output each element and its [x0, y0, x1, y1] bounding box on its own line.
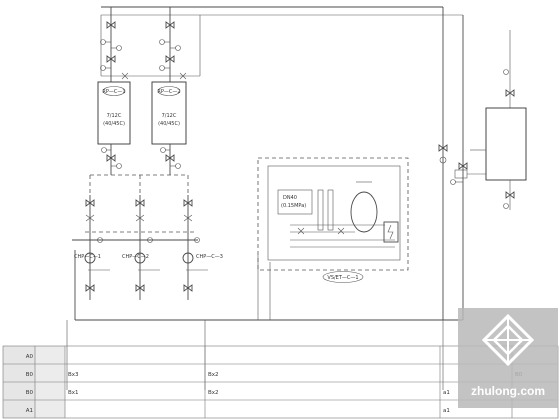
filter-column — [317, 189, 324, 231]
cell-r3-c3: a1 — [443, 390, 450, 396]
cell-r1-c2: Bx2 — [208, 372, 219, 378]
valve-icon — [297, 227, 305, 235]
unit-rating-cold: 7/12C — [162, 113, 177, 119]
valve-icon — [505, 191, 515, 199]
valve-icon — [135, 199, 145, 207]
pressure-gauge-icon — [175, 45, 181, 51]
pipe-size-label: DN40 — [283, 195, 297, 201]
pressure-gauge-icon — [503, 69, 509, 75]
cell-r4-c3: a1 — [443, 408, 450, 414]
unit-rating-cold: 7/12C — [107, 113, 122, 119]
valve-icon — [165, 154, 175, 162]
unit-tag-bubble — [102, 86, 126, 96]
valve-icon — [106, 21, 116, 29]
storage-tank-box — [485, 107, 527, 181]
valve-icon — [183, 284, 193, 292]
check-valve-icon — [179, 72, 187, 80]
package-tag-bubble — [322, 271, 364, 283]
pump-dashed-headers — [89, 174, 189, 195]
valve-icon — [106, 55, 116, 63]
check-valve-icon — [121, 72, 129, 80]
right-tank-assembly — [470, 30, 527, 210]
pump-tag-3: CHP—C—3 — [196, 254, 223, 260]
valve-icon — [458, 162, 468, 170]
unit-box-rp-c-2 — [151, 81, 187, 145]
valve-icon — [85, 199, 95, 207]
row-code-1: B0 — [26, 372, 34, 378]
pressure-gauge-icon — [97, 237, 103, 243]
cell-r1-c1: Bx3 — [68, 372, 79, 378]
pipe-size-label-box — [277, 189, 313, 215]
pump-tag-1: CHP—C—1 — [74, 254, 101, 260]
cell-r2-c1: Bx1 — [68, 390, 79, 396]
pump-icon — [182, 252, 194, 264]
thermometer-icon — [450, 179, 456, 185]
valve-icon — [438, 144, 448, 152]
expansion-tank-icon — [350, 191, 378, 233]
check-valve-icon — [85, 214, 95, 222]
package-outline-inner — [267, 165, 401, 261]
watermark-logo-icon — [481, 313, 535, 367]
thermometer-icon — [503, 203, 509, 209]
pressure-gauge-icon — [439, 156, 447, 164]
power-bolt-icon — [387, 224, 394, 240]
flow-meter-icon — [454, 169, 468, 179]
pump-icon — [134, 252, 146, 264]
pump-column-2 — [134, 195, 146, 300]
row-code-4: A0 — [26, 354, 34, 360]
check-valve-icon — [135, 214, 145, 222]
valve-icon — [165, 55, 175, 63]
unit-rating-hot: (40/45C) — [158, 121, 180, 127]
pressure-gauge-icon — [116, 163, 122, 169]
unit-tag-bubble — [157, 86, 181, 96]
watermark-text: zhulong.com — [471, 384, 545, 398]
expansion-package: DN40 (0.15MPa) VS/ET—C—1 — [257, 157, 409, 320]
pump-column-3 — [182, 195, 194, 300]
row-code-3: A1 — [26, 408, 33, 414]
pressure-gauge-icon — [175, 163, 181, 169]
valve-icon — [505, 89, 515, 97]
unit-rating-hot: (40/45C) — [103, 121, 125, 127]
unit-tag-rp-c-2: RP—C—2 — [157, 89, 180, 95]
cell-r2-c2: Bx2 — [208, 390, 219, 396]
package-tag: VS/ET—C—1 — [327, 275, 358, 281]
pressure-label: (0.15MPa) — [281, 203, 306, 209]
valve-icon — [135, 284, 145, 292]
unit-rp-c-2-string: RP—C—2 7/12C (40/45C) — [151, 7, 187, 175]
watermark: zhulong.com — [458, 308, 558, 408]
pump-column-1 — [84, 195, 96, 300]
thermometer-icon — [101, 147, 107, 153]
check-valve-icon — [183, 214, 193, 222]
control-panel-icon — [383, 221, 399, 243]
thermometer-icon — [159, 65, 165, 71]
pump-icon — [84, 252, 96, 264]
pump-manifolds: CHP—C—1 CHP—C—2 CHP—C—3 — [72, 231, 223, 271]
pressure-gauge-icon — [116, 45, 122, 51]
valve-icon — [106, 154, 116, 162]
row-code-2: B0 — [26, 390, 34, 396]
pressure-gauge-icon — [194, 237, 200, 243]
valve-icon — [85, 284, 95, 292]
unit-rp-c-1-string: RP—C—1 7/12C (40/45C) — [97, 7, 131, 175]
pump-tag-2: CHP—C—2 — [122, 254, 149, 260]
valve-icon — [165, 21, 175, 29]
valve-icon — [337, 227, 345, 235]
pressure-gauge-icon — [147, 237, 153, 243]
filter-column — [327, 189, 334, 231]
package-outline-outer — [257, 157, 409, 271]
main-headers — [66, 6, 464, 390]
unit-crossover-pipes — [100, 15, 201, 80]
right-valve-station — [438, 144, 486, 185]
thermometer-icon — [160, 147, 166, 153]
unit-tag-rp-c-1: RP—C—1 — [102, 89, 125, 95]
valve-icon — [183, 199, 193, 207]
pressure-gauge-icon — [159, 39, 165, 45]
